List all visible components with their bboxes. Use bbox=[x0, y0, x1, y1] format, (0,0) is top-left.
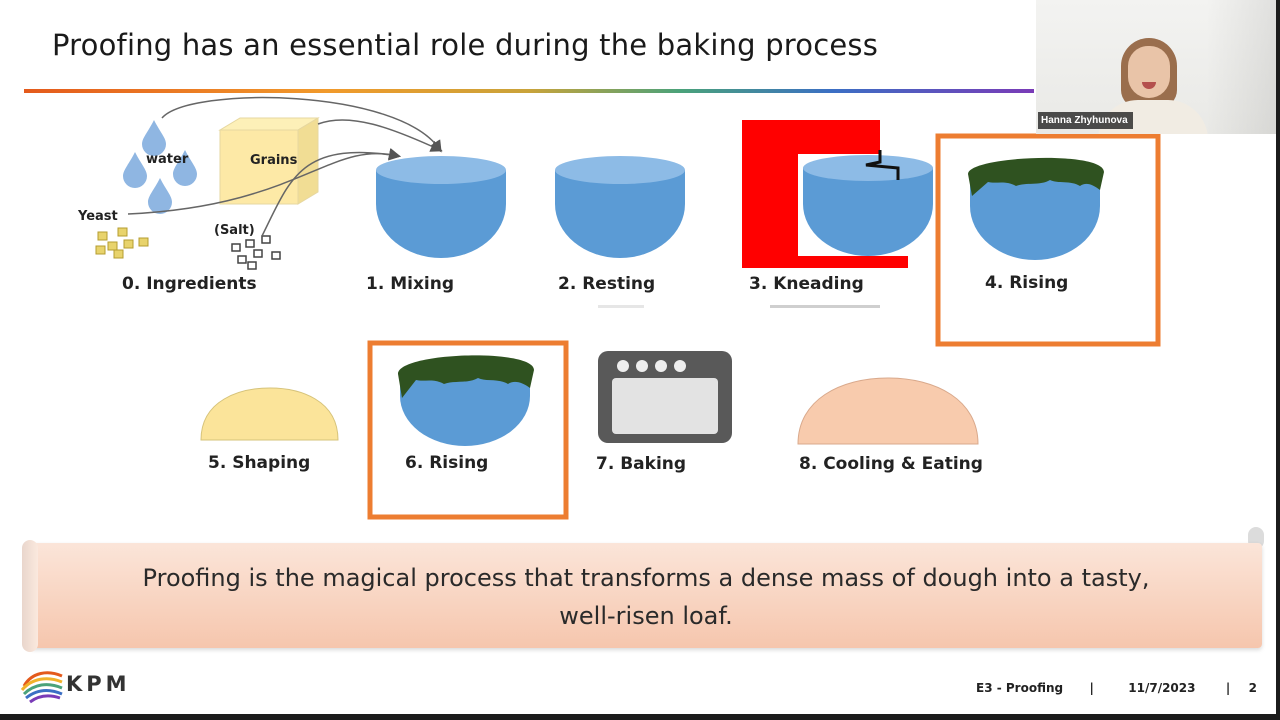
water-drop-3 bbox=[173, 150, 197, 186]
step-label-mixing: 1. Mixing bbox=[366, 274, 455, 294]
banner-curl-left bbox=[22, 540, 38, 652]
step-label-shaping: 5. Shaping bbox=[208, 453, 311, 473]
footer-section: E3 - Proofing bbox=[976, 681, 1064, 695]
footer-date: 11/7/2023 bbox=[1128, 681, 1196, 695]
water-drop-4 bbox=[148, 178, 172, 214]
stand-mixer bbox=[742, 120, 933, 308]
mixing-bowl bbox=[376, 156, 506, 258]
banner-text: Proofing is the magical process that tra… bbox=[142, 564, 1150, 630]
screen-edge-right bbox=[1276, 0, 1280, 720]
step-label-rising-2: 6. Rising bbox=[405, 453, 489, 473]
kpm-logo-text: KPM bbox=[66, 672, 131, 696]
highlight-box-step-4 bbox=[935, 133, 1161, 347]
resting-bowl bbox=[555, 156, 685, 308]
step-label-kneading: 3. Kneading bbox=[749, 274, 864, 294]
oven bbox=[598, 351, 732, 443]
title-underline bbox=[24, 89, 1034, 93]
salt-label: (Salt) bbox=[214, 223, 255, 238]
water-label: water bbox=[146, 152, 189, 167]
yeast-cubes bbox=[95, 227, 149, 259]
slide-footer: E3 - Proofing | 11/7/2023 | 2 bbox=[976, 681, 1257, 695]
summary-banner: Proofing is the magical process that tra… bbox=[30, 543, 1262, 648]
rising-bowl-2 bbox=[398, 355, 534, 446]
slide-title: Proofing has an essential role during th… bbox=[52, 28, 879, 62]
presenter-face bbox=[1128, 46, 1170, 98]
yeast-label: Yeast bbox=[78, 209, 118, 224]
footer-separator-1: | bbox=[1089, 681, 1094, 695]
footer-separator-2: | bbox=[1225, 681, 1231, 695]
dough-hook bbox=[865, 150, 900, 180]
baked-bread bbox=[797, 377, 979, 445]
shaped-dough bbox=[200, 387, 339, 441]
ingredient-arrows bbox=[127, 96, 443, 237]
ingredients-group bbox=[95, 96, 443, 270]
presenter-video[interactable]: Hanna Zhyhunova bbox=[1036, 0, 1276, 134]
water-drops bbox=[123, 120, 197, 214]
presenter-name-tag: Hanna Zhyhunova bbox=[1038, 112, 1133, 129]
salt-cubes bbox=[231, 235, 281, 270]
water-drop-2 bbox=[123, 152, 147, 188]
grains-label: Grains bbox=[250, 153, 298, 168]
rising-bowl-1 bbox=[968, 157, 1104, 260]
step-label-baking: 7. Baking bbox=[596, 454, 687, 474]
screen-edge-bottom bbox=[0, 714, 1280, 720]
step-label-rising-1: 4. Rising bbox=[985, 273, 1069, 293]
kpm-logo-icon bbox=[20, 671, 63, 704]
highlight-box-step-6 bbox=[367, 340, 569, 520]
step-label-cooling-eating: 8. Cooling & Eating bbox=[799, 454, 983, 474]
page-number: 2 bbox=[1248, 681, 1257, 695]
presenter-mouth bbox=[1142, 82, 1156, 89]
step-label-ingredients: 0. Ingredients bbox=[122, 274, 257, 294]
water-drop-1 bbox=[142, 120, 166, 156]
step-label-resting: 2. Resting bbox=[558, 274, 656, 294]
